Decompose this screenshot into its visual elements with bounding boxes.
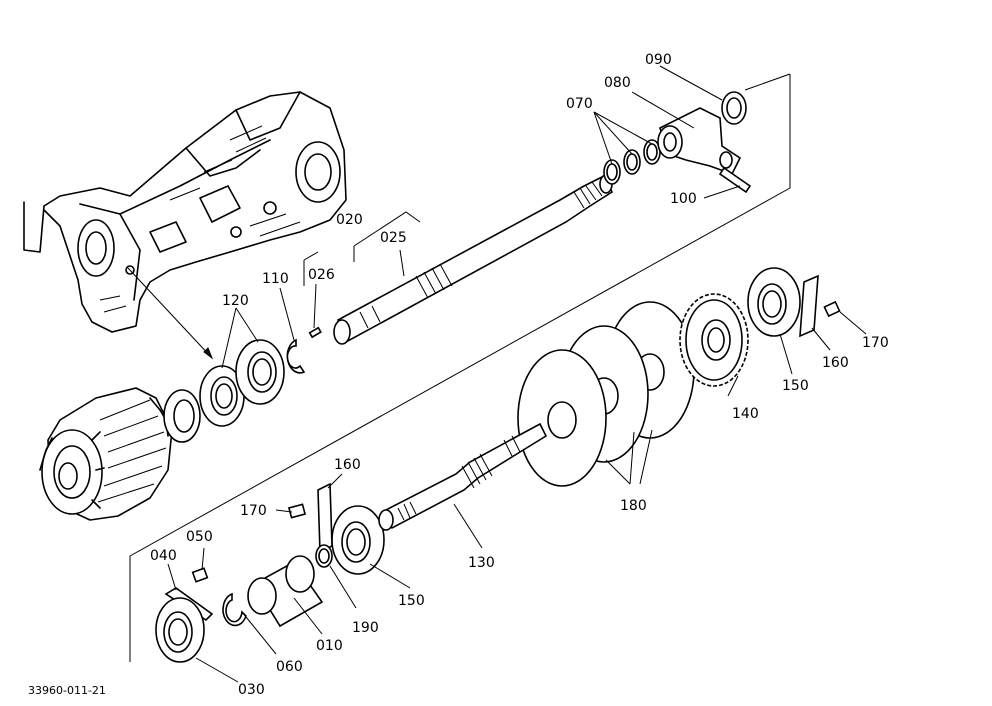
part-130-shaft [378,422,548,531]
reference-number: 33960-011-21 [28,684,106,697]
label-020: 020 [336,212,363,228]
part-120-bearings [199,339,285,427]
part-100-pin [718,166,752,194]
label-010: 010 [316,638,343,654]
part-150-bearing-lower [331,505,385,575]
part-160-plate-upper [799,274,819,338]
label-060: 060 [276,659,303,675]
part-050-bolt [191,567,209,583]
label-180: 180 [620,498,647,514]
label-130: 130 [468,555,495,571]
part-170-bolt-upper [823,300,841,318]
part-labels: 090 080 070 100 020 025 110 026 120 170 … [28,52,889,698]
label-070: 070 [566,96,593,112]
part-030-bearing [155,597,205,663]
label-100: 100 [670,191,697,207]
part-110-snap-ring [286,338,306,374]
part-025-shaft [333,174,614,345]
part-026-pin [308,326,322,339]
label-150-lower: 150 [398,593,425,609]
part-010-bearing [247,555,324,628]
label-040: 040 [150,548,177,564]
label-150-upper: 150 [782,378,809,394]
part-150-bearing-upper [747,267,801,337]
boundary-frame [129,73,791,662]
clutch-drum-gear [39,387,201,521]
label-110: 110 [262,271,289,287]
label-080: 080 [604,75,631,91]
leader-lines [167,65,867,683]
label-140: 140 [732,406,759,422]
part-160-plate-lower [317,482,333,554]
label-160-upper: 160 [822,355,849,371]
label-030: 030 [238,682,265,698]
part-090-bushing [721,91,747,125]
part-170-bolt-lower [287,503,307,519]
label-026: 026 [308,267,335,283]
part-190-ring [315,544,333,568]
label-090: 090 [645,52,672,68]
label-170-upper: 170 [862,335,889,351]
label-170-lower: 170 [240,503,267,519]
label-120: 120 [222,293,249,309]
transmission-case [23,91,347,360]
label-025: 025 [380,230,407,246]
part-140-gear [679,293,749,387]
part-080-housing [657,107,742,175]
label-160-lower: 160 [334,457,361,473]
label-050: 050 [186,529,213,545]
part-060-snap-ring [222,592,247,627]
part-070-rings [603,139,661,185]
part-180-discs [517,301,695,487]
label-190: 190 [352,620,379,636]
